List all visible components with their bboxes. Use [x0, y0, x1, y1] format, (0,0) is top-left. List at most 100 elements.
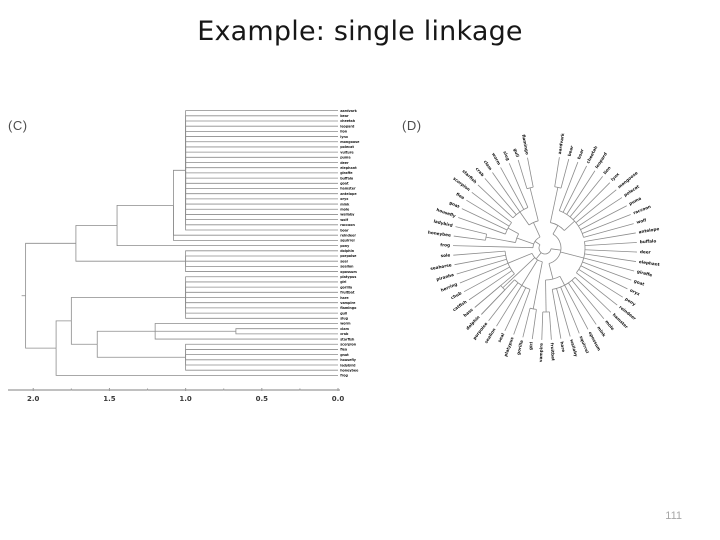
leaf-label: buffalo [340, 176, 354, 180]
leaf-label: cheetah [340, 119, 356, 123]
radial-leaf-label: catfish [452, 299, 468, 312]
leaf-label: flamingo [340, 306, 357, 310]
leaf-label: crab [340, 332, 349, 336]
leaf-label: polecat [340, 145, 354, 149]
radial-leaf-label: crab [475, 166, 486, 177]
radial-leaf-label: oryx [629, 288, 641, 297]
dendrogram-leaf-labels: aardvarkbearcheetahleopardlionlynxmongoo… [340, 109, 360, 378]
leaf-label: reindeer [340, 233, 356, 237]
leaf-label: wolf [340, 218, 348, 222]
leaf-label: hare [340, 296, 349, 300]
radial-leaf-label: goat [633, 278, 645, 286]
axis-tick-label: 1.5 [103, 395, 116, 403]
radial-leaf-label: giraffe [636, 269, 652, 278]
leaf-label: platypus [340, 275, 356, 279]
radial-leaf-label: herring [440, 281, 458, 292]
axis-tick-label: 0.5 [256, 395, 269, 403]
radial-leaf-label: housefly [436, 207, 457, 218]
radial-leaf-label: honeybee [428, 230, 452, 238]
axis-tick-label: 1.0 [179, 395, 192, 403]
leaf-label: vampire [340, 301, 356, 305]
leaf-label: seal [340, 259, 348, 263]
leaf-label: mole [340, 208, 350, 212]
leaf-label: dolphin [340, 249, 355, 253]
dendrogram-links [21, 110, 338, 376]
radial-leaf-label: pony [624, 296, 637, 307]
radial-leaf-label: girl [528, 341, 534, 350]
leaf-label: gnat [340, 353, 349, 357]
radial-leaf-label: bass [462, 307, 474, 318]
leaf-label: oryx [340, 197, 349, 201]
radial-leaf-label: ladybird [433, 219, 453, 228]
leaf-label: frog [340, 374, 348, 378]
radial-leaf-label: deer [640, 249, 652, 255]
radial-leaf-label: bear [567, 144, 575, 157]
radial-leaf-label: elephant [639, 259, 660, 267]
leaf-label: wallaby [340, 213, 355, 217]
leaf-label: ladybird [340, 363, 356, 367]
leaf-label: honeybee [340, 368, 359, 372]
leaf-label: leopard [340, 124, 355, 128]
leaf-label: lion [340, 130, 348, 134]
radial-leaf-label: polecat [623, 184, 640, 198]
radial-leaf-label: puma [628, 196, 642, 207]
radial-leaf-label: lion [602, 165, 611, 175]
radial-leaf-label: piranha [436, 272, 455, 282]
page-title: Example: single linkage [197, 16, 523, 47]
radial-leaf-label: buffalo [640, 238, 657, 244]
leaf-label: raccoon [340, 223, 355, 227]
leaf-label: squirrel [340, 239, 354, 243]
radial-leaf-label: worm [491, 152, 502, 167]
leaf-label: gorilla [340, 285, 352, 289]
leaf-label: fruitbat [340, 291, 355, 295]
leaf-label: starfish [340, 337, 355, 341]
leaf-label: clam [340, 327, 349, 331]
radial-leaf-label: aardvark [557, 133, 565, 155]
leaf-label: aardvark [340, 109, 357, 113]
panel-label-c: (C) [8, 118, 28, 133]
axis-tick-label: 0.0 [332, 395, 345, 403]
leaf-label: mongoose [340, 140, 360, 144]
leaf-label: slug [340, 317, 348, 321]
radial-leaf-label: seahorse [430, 262, 452, 271]
leaf-label: flea [340, 348, 347, 352]
radial-leaf-label: sole [440, 252, 450, 258]
radial-leaf-label: flamingo [521, 134, 530, 155]
leaf-label: opossum [340, 270, 357, 274]
leaf-label: gull [340, 311, 347, 315]
leaf-label: giraffe [340, 171, 353, 175]
radial-leaf-label: lynx [610, 171, 621, 182]
radial-leaf-label: gorilla [516, 339, 525, 355]
radial-dendrogram-links [453, 157, 637, 340]
radial-leaf-label: slug [502, 150, 510, 161]
radial-leaf-label: mink [596, 325, 607, 338]
leaf-label: goat [340, 182, 349, 186]
leaf-label: housefly [340, 358, 357, 362]
leaf-label: sealion [340, 265, 354, 269]
radial-leaf-label: squirrel [579, 335, 591, 354]
leaf-label: bear [340, 114, 349, 118]
radial-leaf-label: chub [450, 290, 462, 300]
radial-leaf-label: fruitbat [550, 343, 556, 361]
panel-label-d: (D) [402, 118, 422, 133]
leaf-label: puma [340, 156, 350, 160]
leaf-label: girl [340, 280, 346, 284]
radial-leaf-label: raccoon [632, 204, 651, 215]
radial-leaf-label: flea [455, 192, 465, 201]
radial-leaf-label: wallaby [569, 339, 579, 358]
leaf-label: pony [340, 244, 350, 248]
leaf-label: mink [340, 202, 350, 206]
radial-leaf-label: gull [513, 148, 521, 158]
leaf-label: boar [340, 228, 349, 232]
axis-tick-label: 2.0 [27, 395, 40, 403]
radial-leaf-label: mole [604, 319, 615, 331]
radial-leaf-label: platypus [503, 336, 515, 357]
radial-leaf-label: boar [576, 147, 585, 160]
dendrogram-rectangular-svg: aardvarkbearcheetahleopardlionlynxmongoo… [8, 109, 360, 403]
